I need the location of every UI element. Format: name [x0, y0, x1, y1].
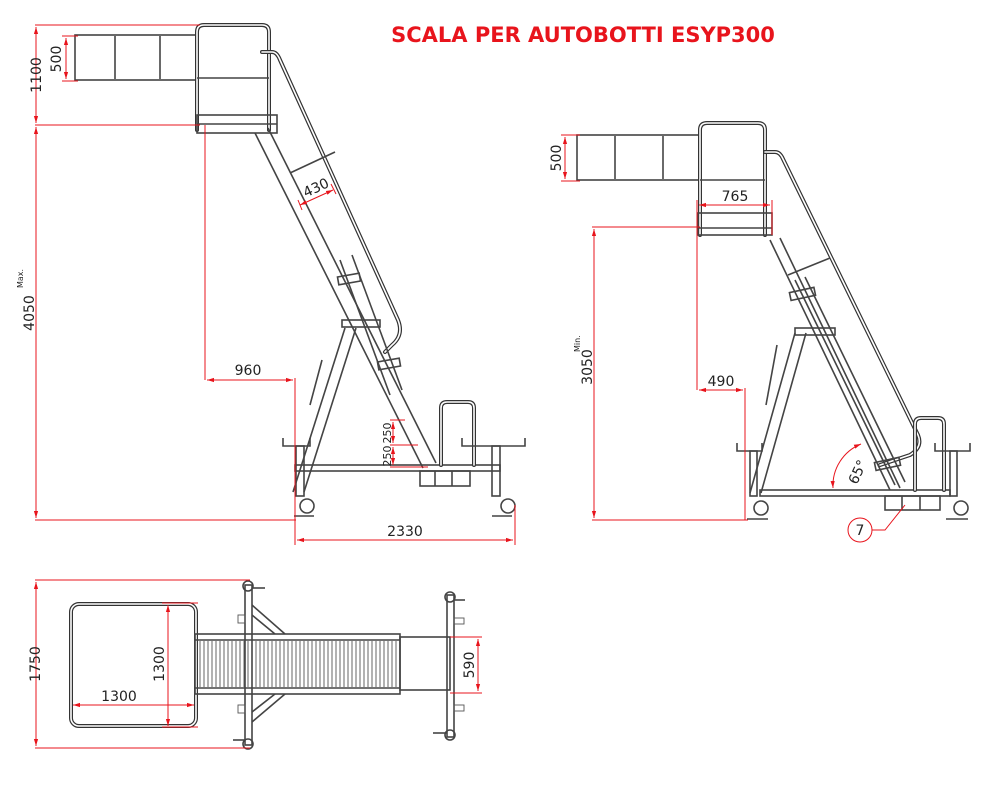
dim-platform-length: 1300: [101, 689, 137, 705]
dim-platform-depth: 765: [722, 189, 749, 205]
wheel-icon: [953, 500, 969, 516]
dim-overhang: 960: [235, 363, 262, 379]
dim-angle: 65°: [846, 458, 871, 487]
wheel-icon: [753, 500, 769, 516]
wheel-icon: [500, 498, 516, 514]
dimension-lines: [561, 134, 906, 531]
drawing-title: SCALA PER AUTOBOTTI ESYP300: [391, 23, 775, 47]
ladder-structure: [576, 121, 971, 520]
dimension-lines: [33, 579, 482, 749]
dim-step-width: 590: [462, 652, 478, 679]
dimension-lines: [33, 24, 516, 545]
ladder-structure: [69, 580, 465, 750]
dim-foldout-height: 500: [549, 145, 565, 172]
side-view-min: 7 500 765 3050 Min. 490 65°: [549, 121, 971, 543]
top-view: 1750 1300 1300 590: [28, 579, 482, 750]
wheel-icon: [299, 498, 315, 514]
dim-foldout-height: 500: [49, 46, 65, 73]
dim-base-length: 2330: [387, 524, 423, 540]
dim-step-1: 250: [381, 423, 394, 444]
ladder-structure: [74, 23, 526, 517]
dim-railing-height: 1100: [29, 57, 45, 93]
dim-step-2: 250: [381, 446, 394, 467]
side-view-max: 1100 500 4050 Max. 960 430 2330 250 250: [16, 23, 526, 545]
dim-platform-height-note: Max.: [16, 269, 25, 288]
dim-overhang: 490: [708, 374, 735, 390]
callout-number: 7: [856, 523, 865, 539]
callout-circle: [847, 517, 873, 543]
dim-platform-width: 1300: [152, 646, 168, 682]
dim-total-width: 1750: [28, 646, 44, 682]
dim-platform-height-note: Min.: [573, 335, 582, 352]
dim-platform-height: 3050: [580, 349, 596, 385]
dim-platform-height: 4050: [22, 295, 38, 331]
step-slats: [199, 641, 397, 687]
